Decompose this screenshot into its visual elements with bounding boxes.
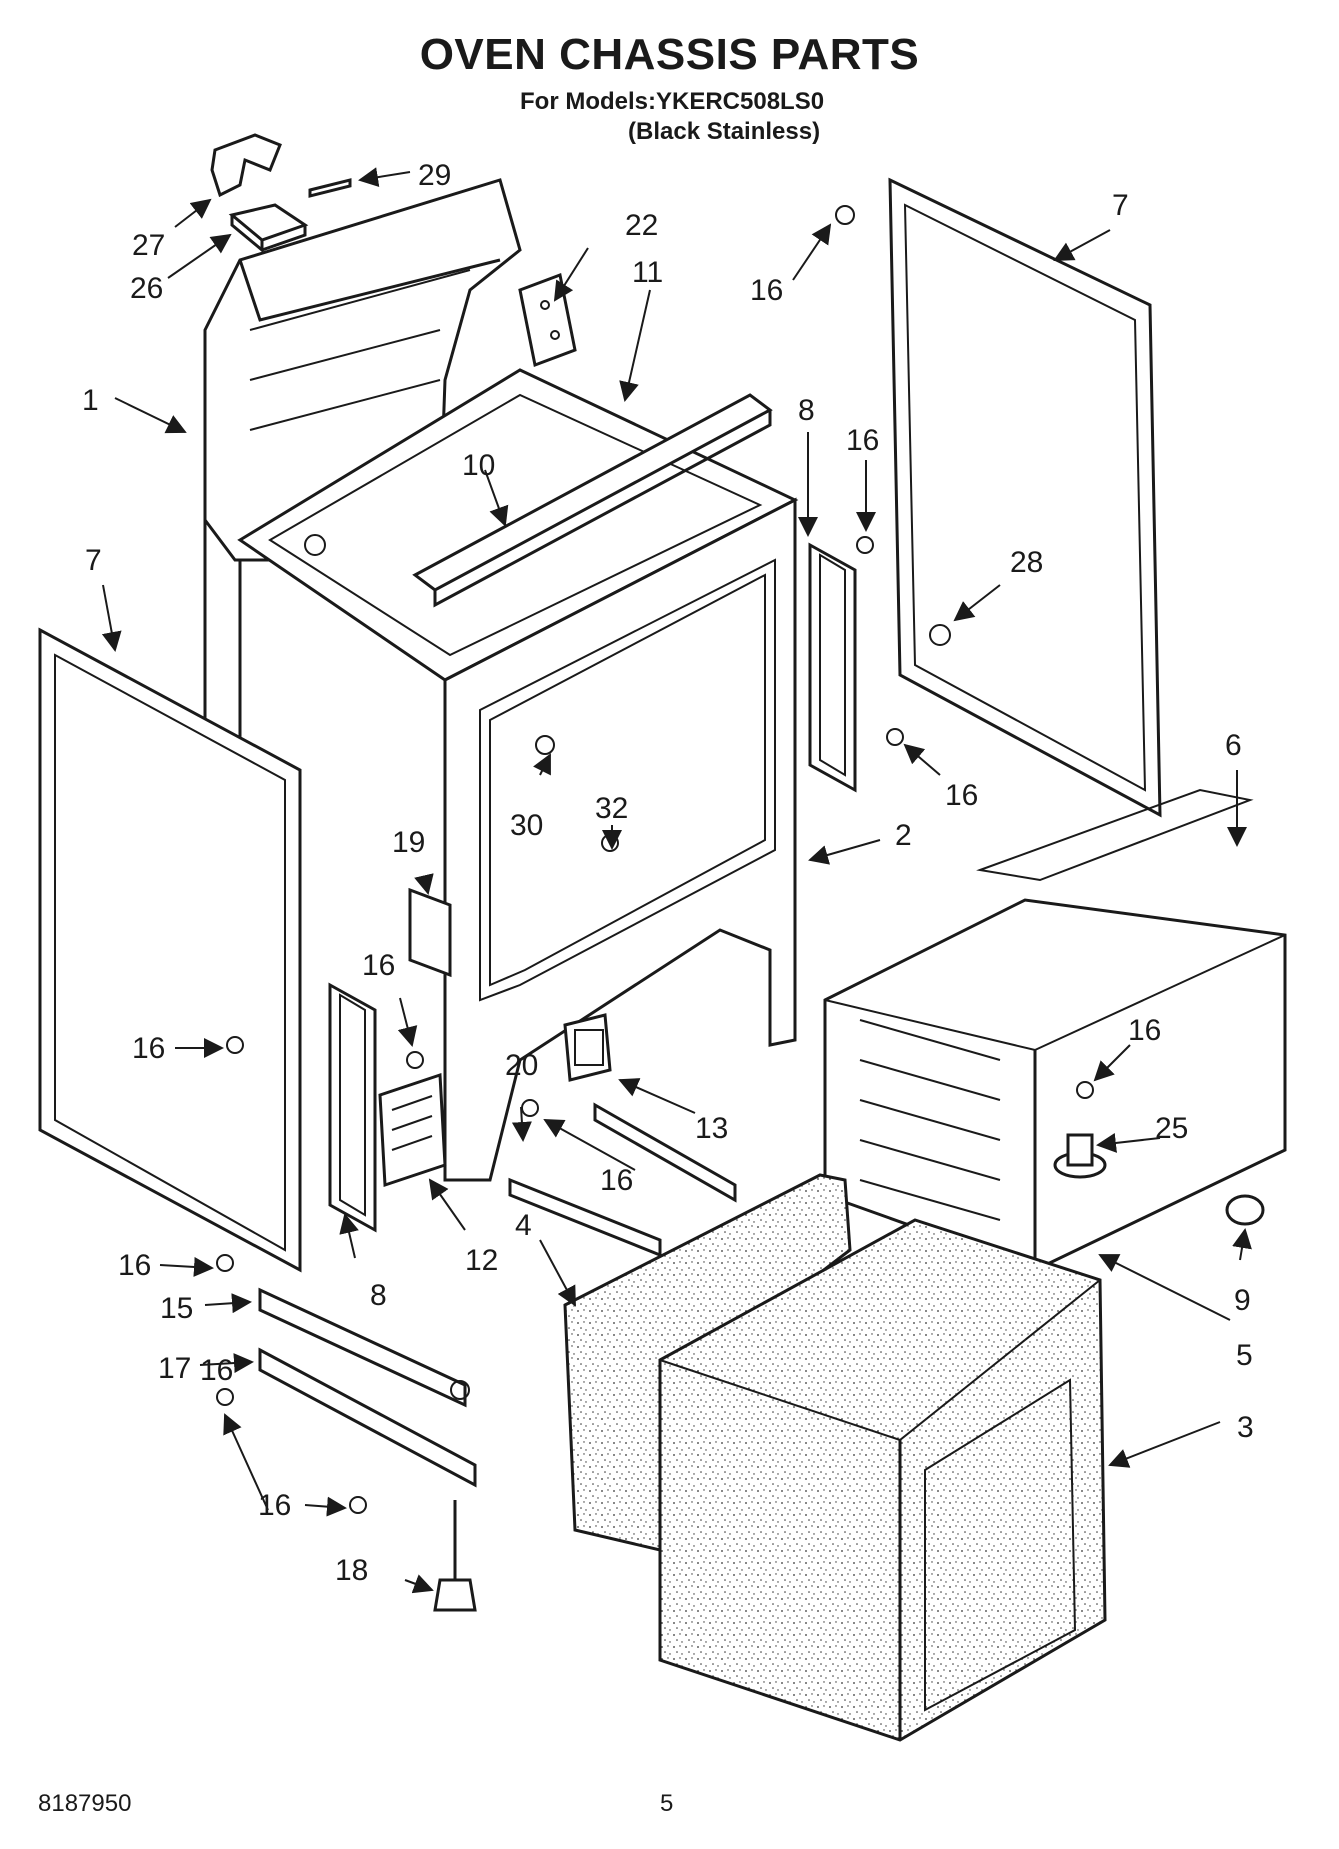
part-15-rail xyxy=(258,1287,470,1408)
callout-16-rail: 16 xyxy=(200,1354,233,1387)
page-number: 5 xyxy=(660,1790,674,1817)
part-7-right-side-panel xyxy=(888,177,1162,818)
part-22-hinge xyxy=(518,272,577,368)
callout-2: 2 xyxy=(895,819,912,852)
part-13-transformer xyxy=(563,1013,612,1082)
callout-8-left: 8 xyxy=(370,1279,387,1312)
callout-7-right: 7 xyxy=(1112,189,1129,222)
callout-labels: 1 2 3 4 5 6 7 7 8 8 9 10 11 12 13 15 16 … xyxy=(82,159,1254,1587)
callout-16-left-low: 16 xyxy=(118,1249,151,1282)
part-9-plug xyxy=(1225,1194,1265,1226)
part-20-rear-bracket xyxy=(593,1102,737,1203)
callout-3: 3 xyxy=(1237,1411,1254,1444)
part-19-clip xyxy=(408,887,452,978)
callout-29: 29 xyxy=(418,159,451,192)
callout-9: 9 xyxy=(1234,1284,1251,1317)
part-3-insulation-box xyxy=(658,1218,1107,1742)
part-26-pad xyxy=(228,203,309,254)
part-12-terminal-block xyxy=(378,1072,447,1188)
callout-25: 25 xyxy=(1155,1112,1188,1145)
callout-26: 26 xyxy=(130,272,163,305)
callout-27: 27 xyxy=(132,229,165,262)
part-8-left-bracket xyxy=(328,982,377,1233)
part-8-right-bracket xyxy=(808,542,857,793)
callout-20: 20 xyxy=(505,1049,538,1082)
finish-line: (Black Stainless) xyxy=(628,118,821,145)
callout-16-cavity: 16 xyxy=(1128,1014,1161,1047)
document-number: 8187950 xyxy=(38,1790,132,1817)
callout-12: 12 xyxy=(465,1244,498,1277)
part-10-crossbar xyxy=(412,393,773,608)
callout-1: 1 xyxy=(82,384,99,417)
callout-16-center: 16 xyxy=(600,1164,633,1197)
callout-18: 18 xyxy=(335,1554,368,1587)
callout-22: 22 xyxy=(625,209,658,242)
callout-leaders xyxy=(101,167,1252,1594)
callout-15: 15 xyxy=(160,1292,193,1325)
callout-16-left-mid: 16 xyxy=(132,1032,165,1065)
callout-4: 4 xyxy=(515,1209,532,1242)
callout-13: 13 xyxy=(695,1112,728,1145)
part-18-leveling-leg xyxy=(433,1500,477,1612)
models-line: For Models:YKERC508LS0 xyxy=(520,88,825,115)
callout-16-upper-right: 16 xyxy=(846,424,879,457)
part-6-rack xyxy=(976,788,1254,882)
callout-7-left: 7 xyxy=(85,544,102,577)
part-17-rail xyxy=(258,1347,477,1488)
callout-30: 30 xyxy=(510,809,543,842)
callout-5: 5 xyxy=(1236,1339,1253,1372)
part-7-left-side-panel xyxy=(38,627,302,1273)
callout-16-bottom-left: 16 xyxy=(258,1489,291,1522)
part-5-oven-cavity xyxy=(823,898,1287,1272)
part-27-bracket xyxy=(210,133,282,198)
callout-32: 32 xyxy=(595,792,628,825)
callout-19: 19 xyxy=(392,826,425,859)
callout-6: 6 xyxy=(1225,729,1242,762)
part-29-strip xyxy=(308,178,352,198)
callout-17: 17 xyxy=(158,1352,191,1385)
page-title: OVEN CHASSIS PARTS xyxy=(419,30,920,79)
callout-10: 10 xyxy=(462,449,495,482)
callout-16-top: 16 xyxy=(750,274,783,307)
part-25-element xyxy=(1053,1133,1107,1179)
callout-11: 11 xyxy=(632,256,663,289)
callout-16-center-left: 16 xyxy=(362,949,395,982)
callout-8-right: 8 xyxy=(798,394,815,427)
part-20-front-bracket xyxy=(508,1177,662,1258)
callout-16-right-mid: 16 xyxy=(945,779,978,812)
callout-28: 28 xyxy=(1010,546,1043,579)
